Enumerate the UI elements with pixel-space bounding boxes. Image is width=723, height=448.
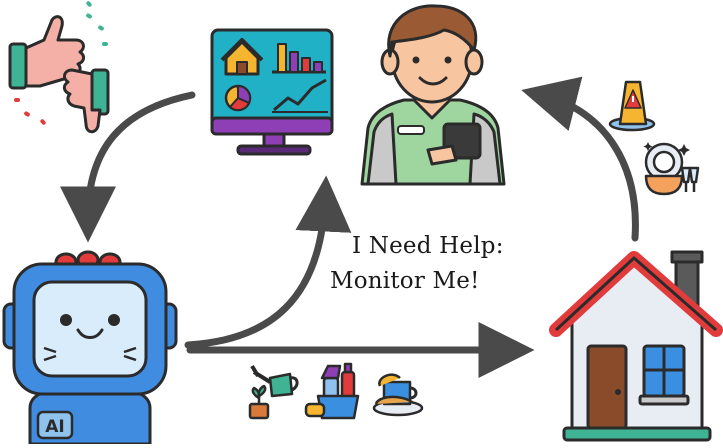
thumbs-up-down-icon — [8, 1, 110, 134]
ai-robot-icon — [2, 250, 178, 446]
caption-line-1: I Need Help: — [352, 233, 504, 259]
caregiver-person-icon — [360, 4, 506, 186]
dirty-dishes-icon — [372, 373, 424, 417]
cleaning-supplies-icon — [304, 362, 360, 420]
house-icon — [549, 250, 723, 442]
dishes-icon — [643, 142, 700, 196]
arrow-house-to-caregiver — [521, 76, 639, 242]
caption-line-2: Monitor Me! — [330, 268, 480, 294]
arrow-monitor-to-robot — [60, 91, 196, 243]
arrows — [60, 76, 639, 378]
ai-badge-label: AI — [45, 417, 64, 437]
arrow-robot-to-caregiver — [184, 175, 352, 349]
dashboard-monitor-icon — [210, 28, 334, 156]
watering-can-plant-icon — [248, 364, 299, 420]
wet-floor-sign-icon — [608, 80, 656, 132]
